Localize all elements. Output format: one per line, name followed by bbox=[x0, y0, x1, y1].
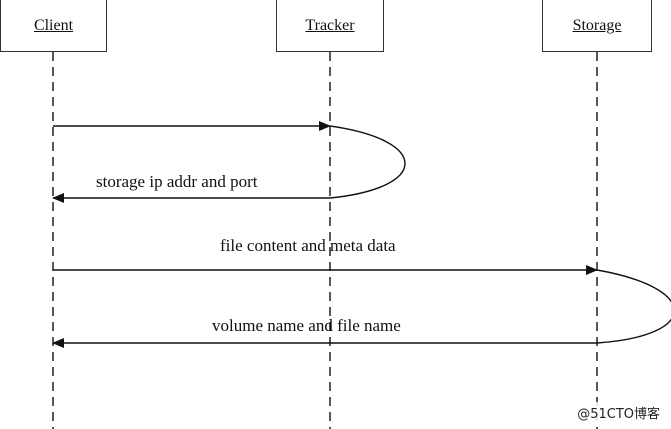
message-label-file-content: file content and meta data bbox=[220, 236, 396, 255]
actor-client-label: Client bbox=[33, 16, 74, 34]
actor-storage-label: Storage bbox=[572, 16, 622, 34]
actor-tracker-label: Tracker bbox=[305, 16, 355, 34]
actor-storage-box: Storage bbox=[542, 0, 652, 52]
message-label-volume-name: volume name and file name bbox=[212, 316, 401, 335]
watermark: @51CTO博客 bbox=[574, 402, 663, 423]
tracker-process-curve bbox=[329, 125, 406, 199]
storage-process-curve bbox=[596, 269, 671, 344]
actor-tracker-box: Tracker bbox=[276, 0, 384, 52]
message-label-storage-ip: storage ip addr and port bbox=[96, 172, 258, 191]
actor-client-box: Client bbox=[0, 0, 107, 52]
